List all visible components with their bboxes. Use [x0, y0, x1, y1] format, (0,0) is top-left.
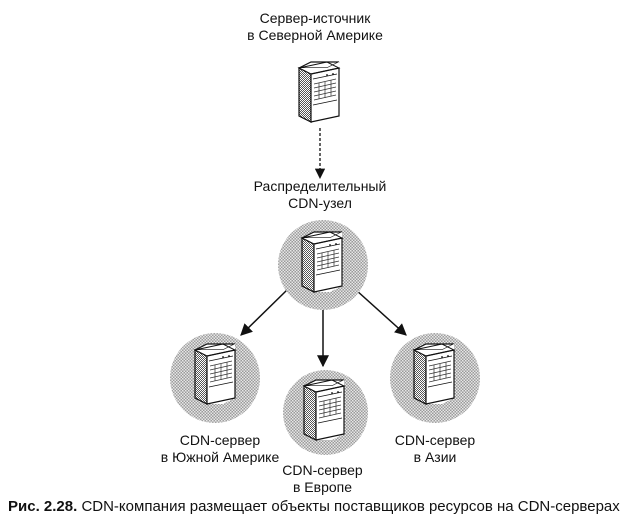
europe-label: CDN-сервер в Европе: [260, 462, 385, 496]
server-tower-icon: [302, 378, 346, 447]
asia-line1: CDN-сервер: [394, 432, 476, 448]
arrow-node-to-south-america: [240, 289, 288, 336]
south-america-label: CDN-сервер в Южной Америке: [150, 432, 290, 466]
node-label-line1: Распределительный: [253, 178, 387, 194]
figure-number: Рис. 2.28.: [8, 498, 78, 515]
asia-line2: в Азии: [413, 449, 457, 465]
server-tower-icon: [300, 230, 344, 299]
node-label-line2: CDN-узел: [288, 195, 352, 211]
server-tower-icon: [297, 60, 341, 129]
origin-label-line1: Сервер-источник: [259, 10, 371, 26]
server-tower-icon: [193, 342, 237, 411]
figure-caption-text: CDN-компания размещает объекты поставщик…: [81, 498, 620, 515]
south-america-line2: в Южной Америке: [160, 449, 280, 465]
server-tower-icon: [412, 342, 456, 411]
europe-line1: CDN-сервер: [282, 462, 363, 478]
south-america-line1: CDN-сервер: [179, 432, 261, 448]
distribution-node-label: Распределительный CDN-узел: [230, 178, 410, 212]
origin-label-line2: в Северной Америке: [247, 27, 383, 43]
arrow-node-to-asia: [355, 289, 407, 336]
figure-caption: Рис. 2.28. CDN-компания размещает объект…: [8, 498, 620, 515]
asia-label: CDN-сервер в Азии: [375, 432, 495, 466]
europe-line2: в Европе: [292, 479, 353, 495]
origin-server-label: Сервер-источник в Северной Америке: [230, 10, 400, 44]
